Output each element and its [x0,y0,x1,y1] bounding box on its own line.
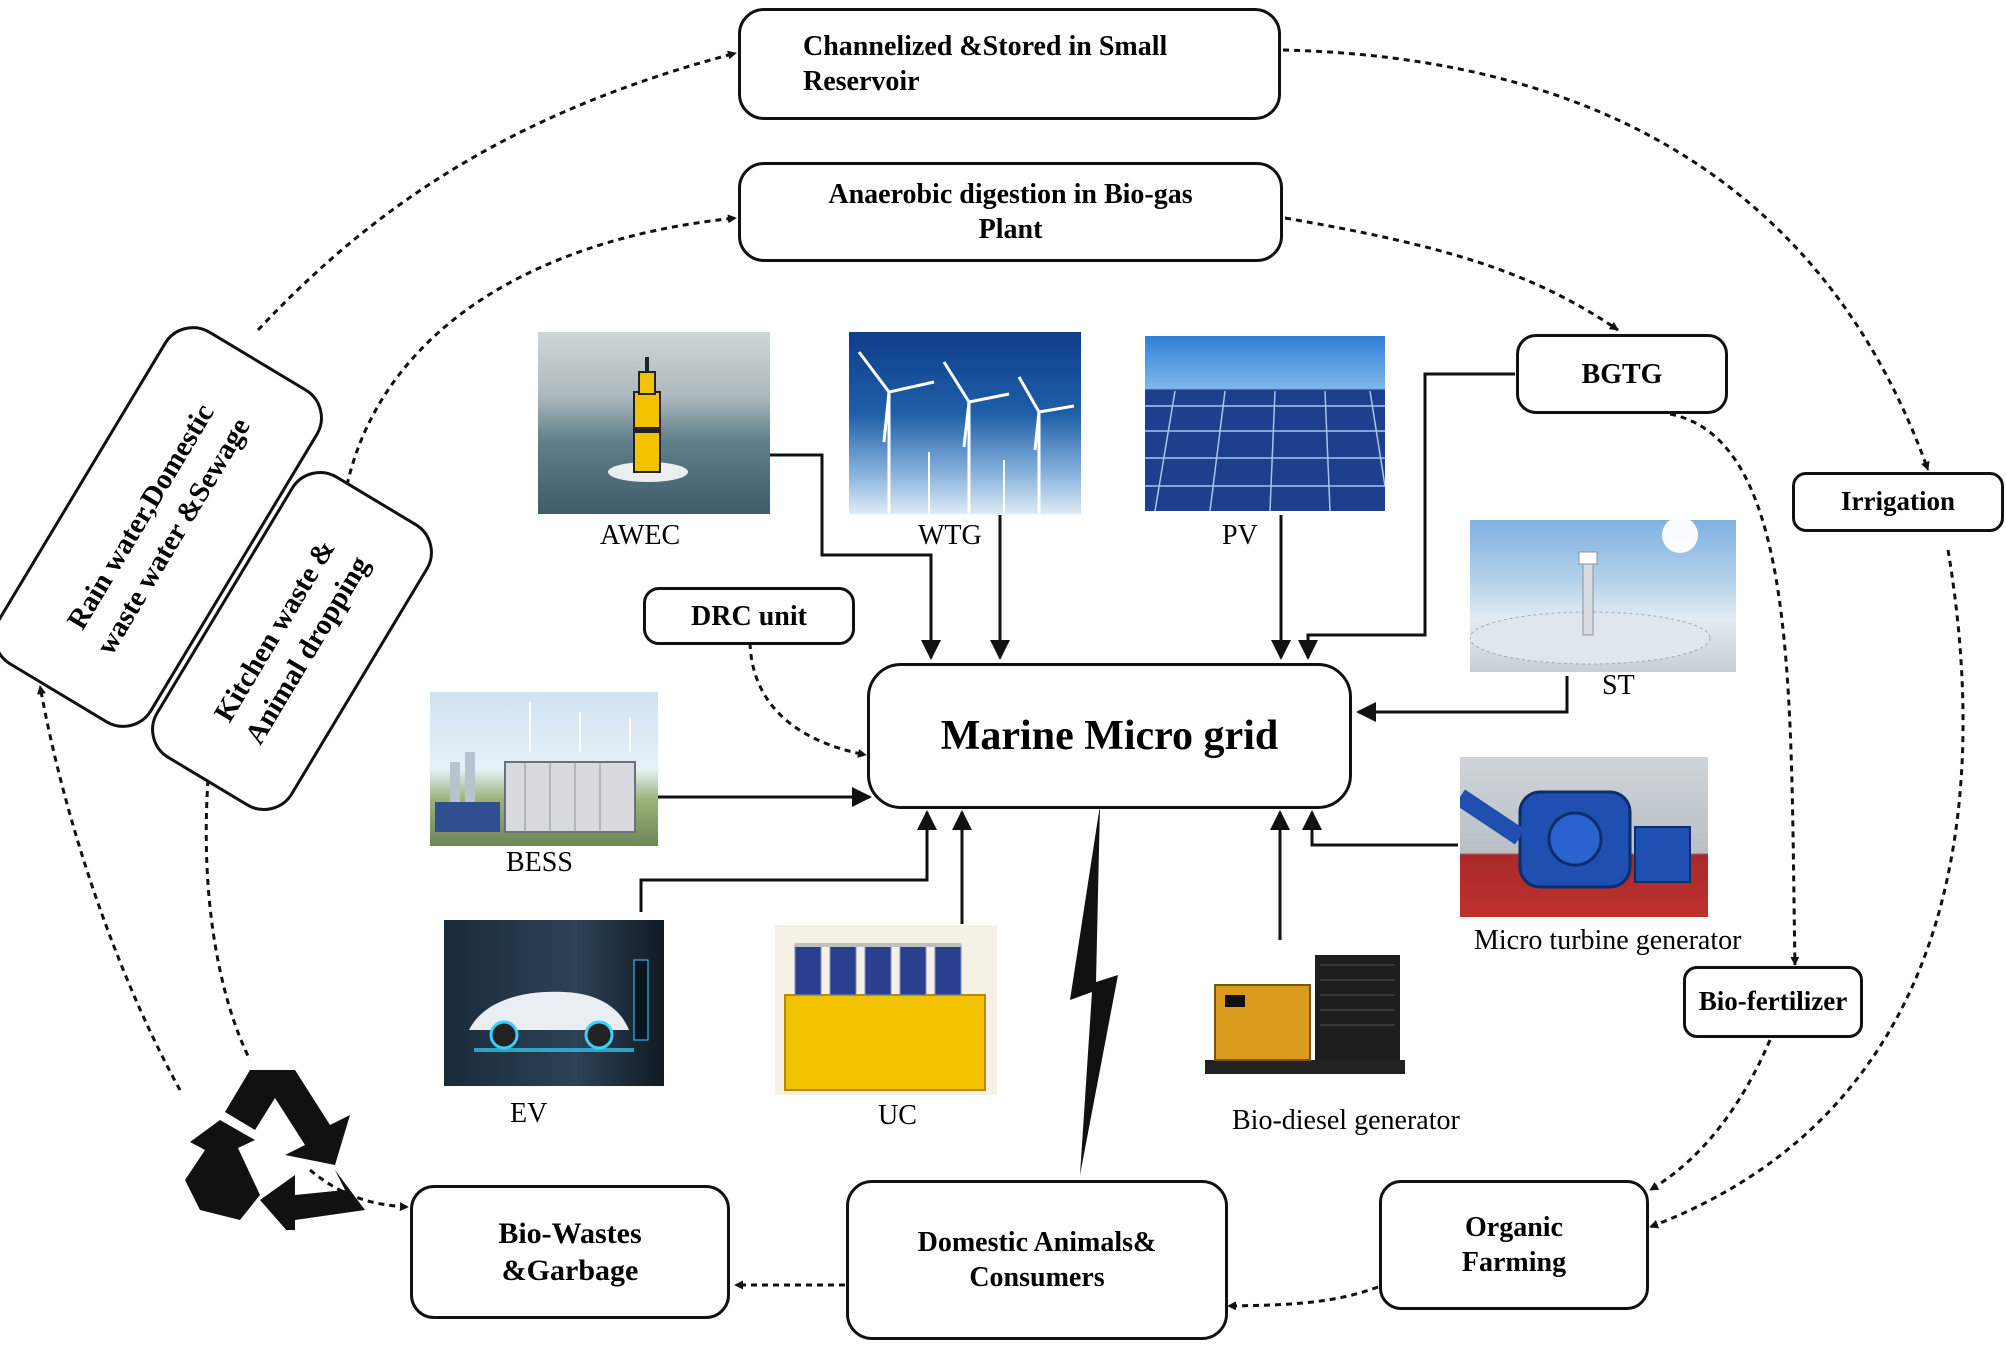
domestic-animals-box: Domestic Animals& Consumers [846,1180,1228,1340]
drc-unit-box: DRC unit [643,587,855,645]
uc-image [775,925,997,1095]
bio-diesel-image [1195,940,1417,1100]
bio-wastes-box: Bio-Wastes &Garbage [410,1185,730,1319]
organic-farming-box: Organic Farming [1379,1180,1649,1310]
st-caption: ST [1602,670,1635,701]
reservoir-box: Channelized &Stored in Small Reservoir [738,8,1281,120]
micro-turbine-image [1460,757,1708,917]
flow-biofertilizer-to-organic [1649,1039,1772,1192]
recycle-icon [185,1070,365,1230]
solid-feeds [639,372,1569,940]
flow-drc-to-grid [745,634,867,758]
flow-kitchen-to-biogas [345,214,737,486]
flow-recycle-to-biowastes [309,1168,409,1212]
feed-ev [639,810,937,912]
flow-kitchen-down [204,779,252,1061]
dashed-flows [37,48,1965,1311]
flow-biogas-to-bgtg [1284,216,1619,332]
feed-st [1356,676,1569,722]
flow-irrigation-to-organic [1649,549,1965,1229]
bio-fertilizer-box: Bio-fertilizer [1683,966,1863,1038]
feed-turbine [1302,810,1458,847]
ev-image [444,920,664,1086]
feed-awec [770,453,941,660]
feed-bgtg [1298,372,1515,660]
bess-caption: BESS [506,847,573,878]
irrigation-box: Irrigation [1792,472,2004,532]
bio-diesel-caption: Bio-diesel generator [1232,1105,1460,1136]
flow-organic-to-domestic [1227,1285,1379,1311]
awec-image [538,332,770,514]
wtg-image [849,332,1081,514]
flow-bgtg-to-biofertilizer [1669,412,1800,966]
ev-caption: EV [510,1098,548,1129]
st-image [1470,520,1736,672]
lightning-bolt-icon [1070,805,1118,1175]
bess-image [430,692,658,846]
awec-caption: AWEC [600,520,681,551]
pv-image [1145,336,1385,511]
micro-turbine-caption: Micro turbine generator [1474,925,1742,956]
uc-caption: UC [878,1100,917,1131]
wtg-caption: WTG [918,520,982,551]
flow-recycle-to-rain [37,685,182,1091]
flow-reservoir-to-irrigation [1282,48,1930,471]
marine-microgrid-box: Marine Micro grid [867,663,1352,809]
bgtg-box: BGTG [1516,334,1728,414]
biogas-plant-box: Anaerobic digestion in Bio-gas Plant [738,162,1283,262]
pv-caption: PV [1222,520,1258,551]
